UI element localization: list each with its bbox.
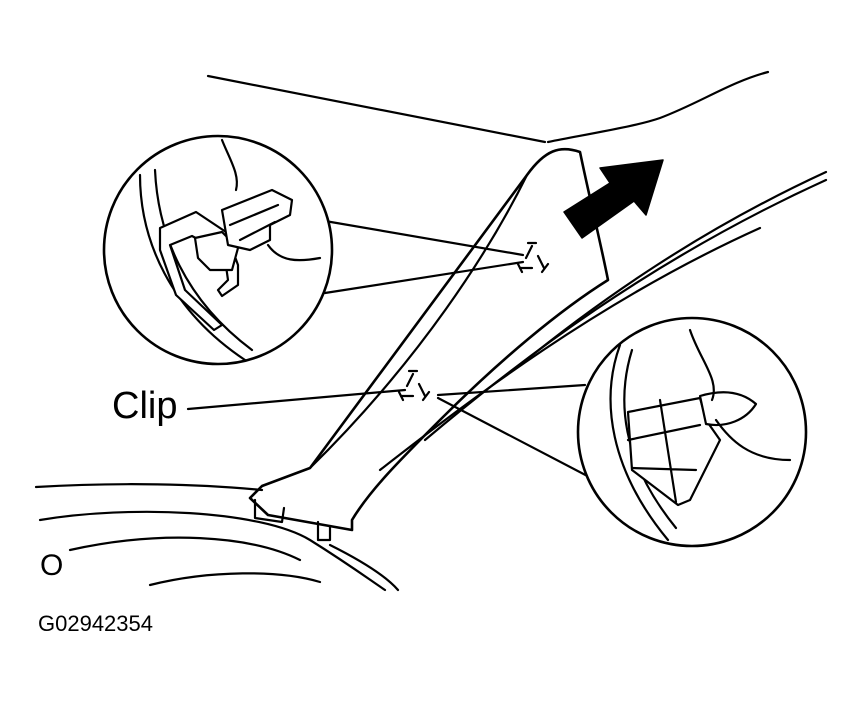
upper-detail-clip-ridge	[228, 203, 280, 242]
dash-line-3	[68, 536, 302, 562]
edge-letter-label: O	[40, 549, 64, 582]
lower-detail-panel-outer	[609, 343, 670, 542]
dash-line-1	[34, 483, 264, 492]
upper-detail-panel-outer	[138, 173, 247, 362]
lower-tab-left	[253, 498, 286, 524]
lower-detail-callout	[436, 316, 808, 548]
windshield-frame-inner	[423, 178, 828, 442]
dash-line-5	[328, 543, 400, 592]
roof-line	[206, 74, 547, 144]
upper-callout-leader	[323, 219, 525, 295]
dash-line-4	[148, 572, 322, 587]
lower-callout-leader	[436, 383, 597, 482]
lower-tab-right	[316, 520, 332, 542]
lower-clip-marker-icon	[397, 369, 431, 402]
lower-detail-body-line	[688, 328, 715, 402]
clip-leader-line	[186, 388, 407, 411]
figure-code-label: G02942354	[38, 611, 153, 636]
upper-detail-panel-inner	[153, 168, 254, 352]
upper-clip-marker-icon	[516, 241, 550, 274]
lower-detail-clip-grid	[626, 398, 702, 504]
roof-edge-curve	[546, 70, 770, 144]
pull-arrow-icon	[563, 159, 664, 239]
upper-detail-body-line	[220, 138, 238, 192]
pillar-garnish	[248, 147, 610, 532]
upper-detail-body-line-2	[266, 243, 322, 262]
pillar-garnish-edge	[308, 173, 529, 470]
lower-detail-clip-pin	[698, 391, 758, 427]
upper-detail-callout	[102, 134, 525, 366]
dash-line-2	[38, 510, 387, 592]
clip-label: Clip	[112, 385, 178, 427]
lower-detail-body-line-2	[714, 418, 792, 462]
